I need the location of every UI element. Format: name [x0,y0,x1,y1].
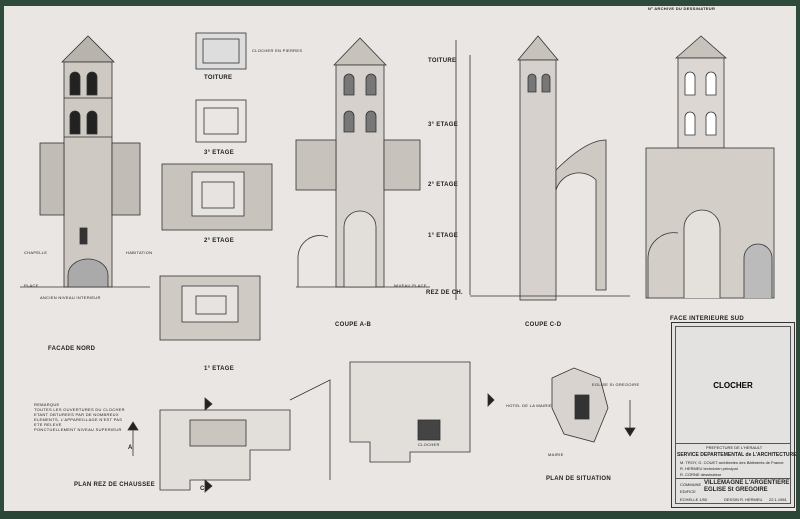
label-place: PLACE [24,283,39,288]
edifice: EGLISE St GREGOIRE [704,487,768,493]
level-1-etage: 1° ETAGE [428,233,459,239]
service: SERVICE DEPARTEMENTAL de L'ARCHITECTURE [677,452,797,458]
label-mairie: MAIRIE [548,452,564,457]
staff-line: R. HERMEU technicien principal [680,466,738,471]
label-clocher-plan: CLOCHER [418,442,440,447]
view-title-coupe-cd: COUPE C-D [525,322,562,328]
view-title-plan-situation: PLAN DE SITUATION [546,476,611,482]
remarque-line: ETE RELEVE [34,422,62,427]
prefecture: PREFECTURE DE L'HERAULT [706,445,763,450]
label-niveau-place: NIVEAU PLACE [394,283,427,288]
title-block: CLOCHER PREFECTURE DE L'HERAULT SERVICE … [671,322,797,508]
coupe-ab-tower [295,37,430,288]
view-title-facade-nord: FACADE NORD [48,346,96,352]
section-marker-a: A [128,445,133,451]
remarque-line: PONCTUELLEMENT NIVEAU SUPERIEUR [34,427,122,432]
echelle: ECHELLE 1/50 [680,497,708,502]
view-title-2-etage: 2° ETAGE [204,238,235,244]
scan-border-bottom [0,511,800,519]
section-marker-c: C [200,486,205,492]
view-title-face-sud: FACE INTERIEURE SUD [670,316,745,322]
level-2-etage: 2° ETAGE [428,182,459,188]
remarque-note: REMARQUE TOUTES LES OUVERTURES DU CLOCHE… [34,402,125,432]
view-title-toiture: TOITURE [204,75,233,81]
remarque-line: ETANT OBTUREES PAR DE NOMBREUX [34,412,119,417]
face-sud-tower [645,35,775,299]
plan-situation-map [551,367,636,443]
plan-eglise [349,361,495,463]
remarque-title: REMARQUE [34,402,60,407]
date: 22.1.1981 [769,497,787,502]
level-toiture: TOITURE [428,58,457,64]
level-3-etage: 3° ETAGE [428,122,459,128]
coupe-cd-tower [455,35,630,301]
label-hotel-mairie: HOTEL DE LA MAIRIE [506,403,552,408]
archive-note: Nº ARCHIVE DU DESSINATEUR [648,6,716,11]
label-rez-ch: REZ DE CH. [426,290,464,296]
remarque-line: TOUTES LES OUVERTURES DU CLOCHER [34,407,125,412]
scan-border-top [0,0,800,7]
plan-rez-de-chaussee [159,379,331,493]
commune-label: COMMUNE [680,482,702,487]
view-title-3-etage: 3° ETAGE [204,150,235,156]
label-eglise: EGLISE St GREGOIRE [592,382,640,387]
facade-nord-tower [20,35,150,288]
dessin: DESSIN R. HERMEU [724,497,763,502]
commune: VILLEMAGNE L'ARGENTIERE [704,480,790,486]
view-title-1-etage: 1° ETAGE [204,366,235,372]
label-habitation: HABITATION [126,250,153,255]
drawing-title: CLOCHER [713,381,753,390]
label-chapelle: CHAPELLE [24,250,48,255]
staff-line: R. CORNE dessinateur [680,472,722,477]
staff-line: M. TROY, G. COUET architectes des Bâtime… [680,460,784,465]
remarque-line: ELEMENTS, L'APPAREILLAGE N'EST PAS [34,417,123,422]
label-ancien-niveau: ANCIEN NIVEAU INTERIEUR [40,295,101,300]
view-title-coupe-ab: COUPE A-B [335,322,372,328]
label-clocher-pierres: CLOCHER EN PIERRES [252,48,303,53]
view-title-plan-rdc: PLAN REZ DE CHAUSSEE [74,482,156,488]
edifice-label: EDIFICE [680,489,696,494]
